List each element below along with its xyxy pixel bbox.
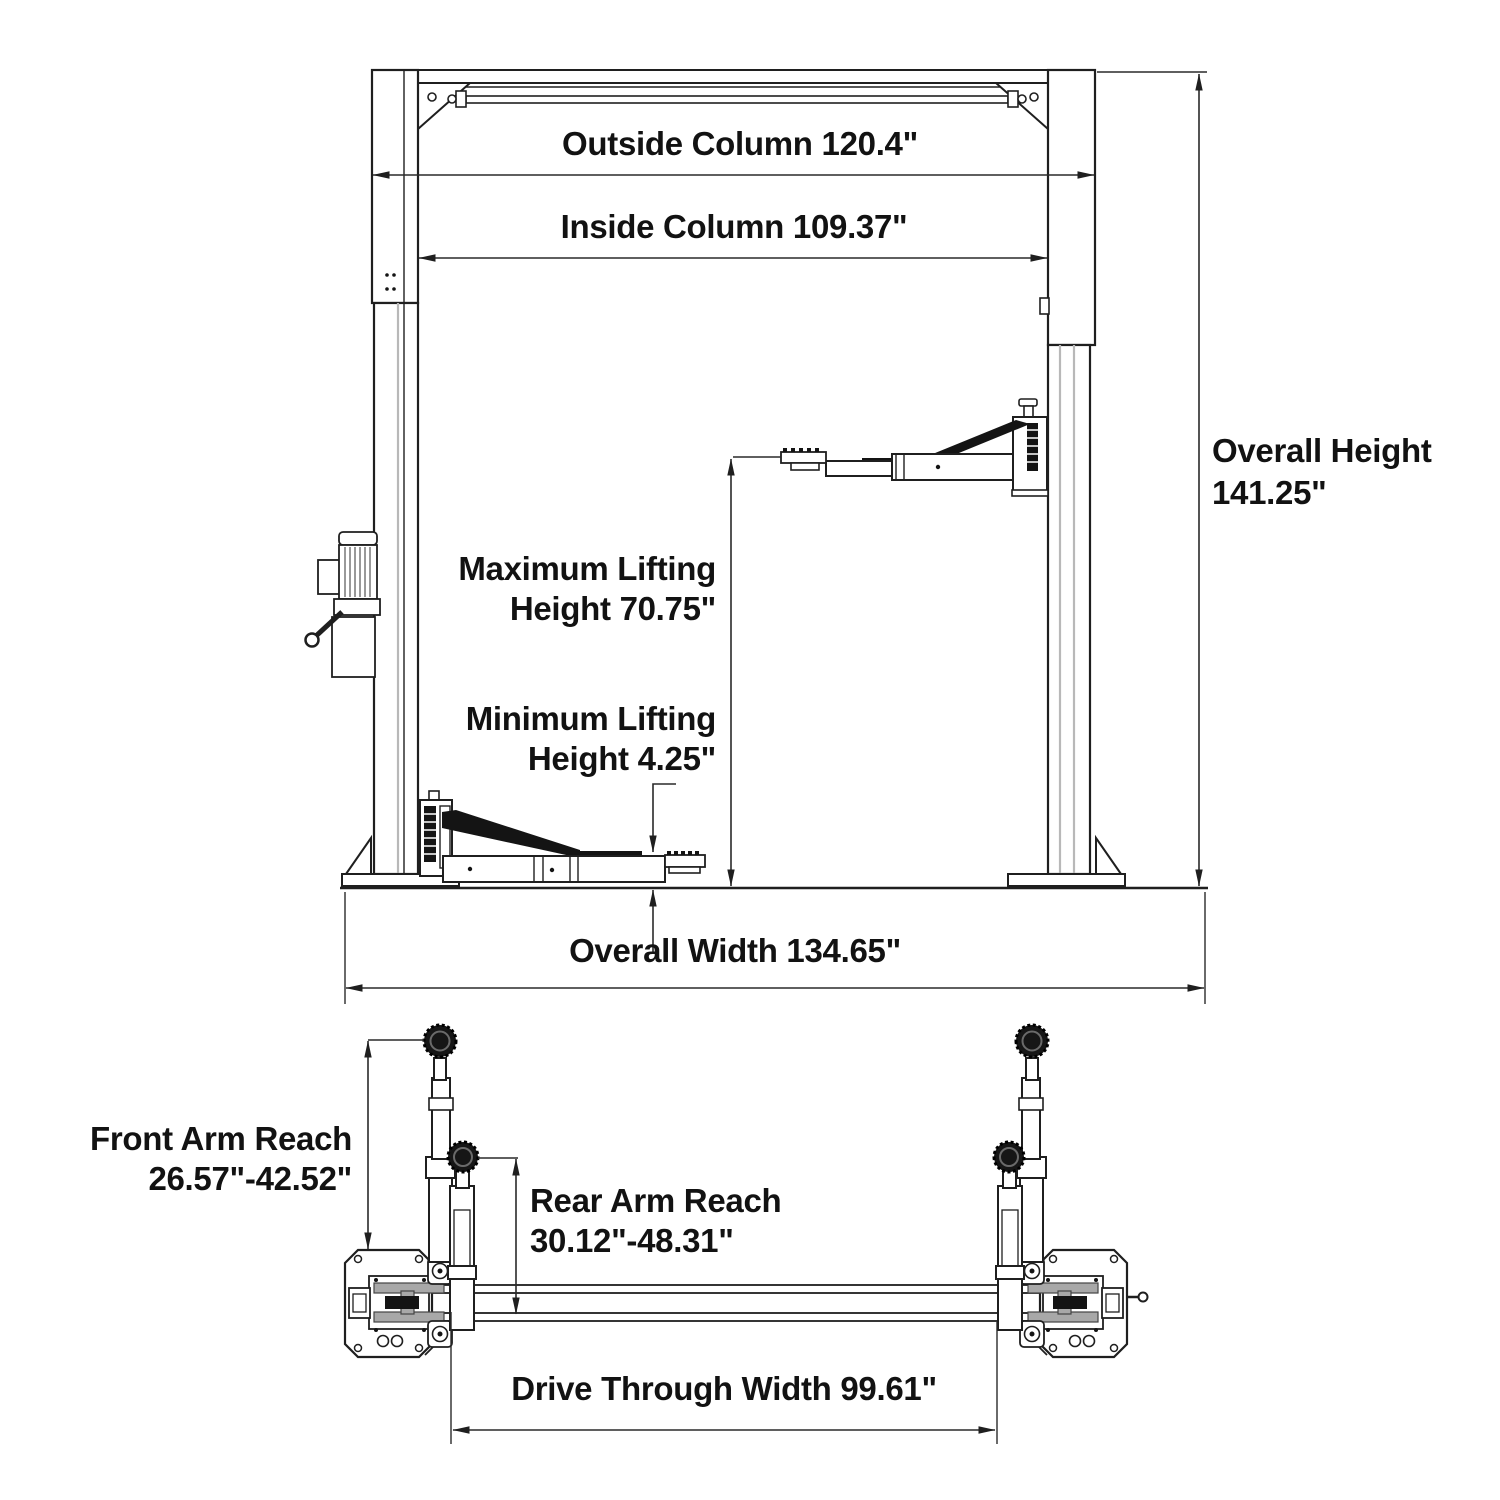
- dim-outside-column: Outside Column 120.4": [372, 125, 1095, 179]
- right-plate-assembly: [992, 1023, 1129, 1359]
- dim-overall-width: Overall Width 134.65": [344, 892, 1206, 1004]
- shutoff-bar: [447, 90, 1027, 108]
- drive-through-width-label: Drive Through Width 99.61": [511, 1370, 937, 1407]
- right-carriage-arm-raised: [780, 398, 1049, 497]
- dim-front-arm-reach: Front Arm Reach 26.57"-42.52": [90, 1039, 424, 1250]
- overall-height-label-line1: Overall Height: [1212, 432, 1432, 469]
- min-lift-label-line2: Height 4.25": [528, 740, 716, 777]
- right-arm-pad: [780, 448, 827, 471]
- overall-height-label-line2: 141.25": [1212, 474, 1326, 511]
- right-plate-pin: [1127, 1291, 1149, 1303]
- max-lift-label-line1: Maximum Lifting: [458, 550, 716, 587]
- power-unit: [304, 531, 381, 678]
- front-arm-reach-label-line1: Front Arm Reach: [90, 1120, 352, 1157]
- release-handle: [304, 610, 344, 648]
- crossbeam-rails: [429, 1284, 1043, 1322]
- left-arm-pad: [664, 851, 706, 874]
- overhead-beam: [417, 69, 1049, 132]
- hydraulic-tank: [331, 616, 376, 678]
- min-lift-label-line1: Minimum Lifting: [466, 700, 716, 737]
- max-lift-label-line2: Height 70.75": [510, 590, 716, 627]
- left-carriage-arm-lowered: [419, 790, 706, 883]
- dim-rear-arm-reach: Rear Arm Reach 30.12"-48.31": [478, 1157, 782, 1315]
- rear-arm-reach-label-line1: Rear Arm Reach: [530, 1182, 781, 1219]
- top-view: Front Arm Reach 26.57"-42.52" Rear Arm R…: [90, 1023, 1149, 1444]
- front-view: Outside Column 120.4" Inside Column 109.…: [304, 68, 1432, 1004]
- dim-drive-through-width: Drive Through Width 99.61": [450, 1312, 998, 1444]
- left-plate-assembly: [343, 1023, 480, 1359]
- overall-width-label: Overall Width 134.65": [569, 932, 901, 969]
- dim-inside-column: Inside Column 109.37": [418, 208, 1048, 262]
- dim-overall-height: Overall Height 141.25": [1097, 71, 1432, 887]
- rear-arm-reach-label-line2: 30.12"-48.31": [530, 1222, 734, 1259]
- dim-minimum-lifting-height: Minimum Lifting Height 4.25": [466, 700, 716, 954]
- right-base-plate: [1007, 873, 1126, 887]
- outside-column-label: Outside Column 120.4": [562, 125, 918, 162]
- right-column: [1007, 68, 1126, 887]
- front-arm-reach-label-line2: 26.57"-42.52": [148, 1160, 352, 1197]
- inside-column-label: Inside Column 109.37": [561, 208, 908, 245]
- left-column: [341, 68, 460, 887]
- dim-maximum-lifting-height: Maximum Lifting Height 70.75": [458, 456, 781, 887]
